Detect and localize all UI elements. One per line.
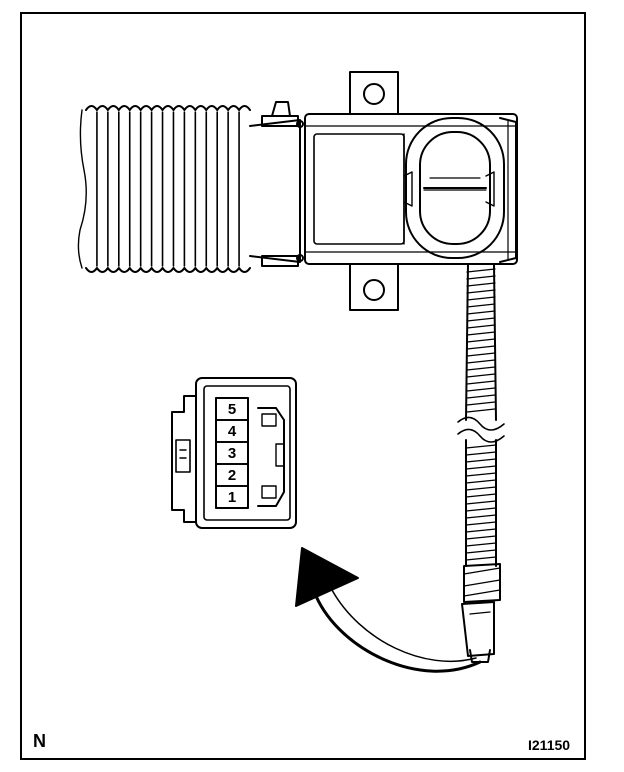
harness-rib [466,380,496,385]
harness-rib [466,317,496,322]
pin-number: 5 [228,401,236,418]
figure-frame [20,12,586,760]
harness-rib [465,535,497,540]
harness-rib [465,521,497,526]
harness-rib [466,366,496,371]
harness-rib [466,345,496,350]
harness-rib [466,310,496,315]
harness-rib [465,444,497,449]
harness-rib [466,296,496,301]
harness-rib [466,282,496,287]
pin-number: 4 [228,423,237,440]
harness-rib [466,387,496,392]
harness-rib [465,556,497,561]
harness-rib [466,275,496,280]
harness-rib [465,500,497,505]
harness-rib [466,408,496,413]
harness-rib [465,451,497,456]
harness-rib [465,479,497,484]
harness-rib [466,401,496,406]
harness-rib [466,352,496,357]
mounting-tab-top [349,71,399,115]
harness-rib [465,542,497,547]
harness-rib [466,359,496,364]
harness-plug [461,601,495,663]
harness-rib [465,465,497,470]
harness-rib [465,458,497,463]
pin-number: 1 [228,489,236,506]
harness-rib [465,486,497,491]
harness-rib [466,331,496,336]
harness-rib [465,472,497,477]
corrugated-boot [77,105,251,273]
harness-rib [465,493,497,498]
harness-rib [466,394,496,399]
boot-neck [249,101,304,267]
harness-rib [465,514,497,519]
mounting-tab-bottom [349,263,399,311]
connector-face: 5 4 3 2 1 [171,377,297,529]
harness-rib [465,507,497,512]
harness-rib [466,324,496,329]
pin-number: 2 [228,467,236,484]
oval-window [403,117,505,259]
harness-rib [465,528,497,533]
wire-harness [457,263,505,603]
harness-rib [466,268,496,273]
harness-rib [466,373,496,378]
corner-letter: N [33,731,46,751]
figure-code: I21150 [528,737,571,753]
harness-rib [466,289,496,294]
harness-rib [465,549,497,554]
curved-arrow [295,547,482,673]
pin-cell [215,485,249,509]
harness-rib [466,338,496,343]
pin-number: 3 [228,445,236,462]
harness-rib [466,303,496,308]
